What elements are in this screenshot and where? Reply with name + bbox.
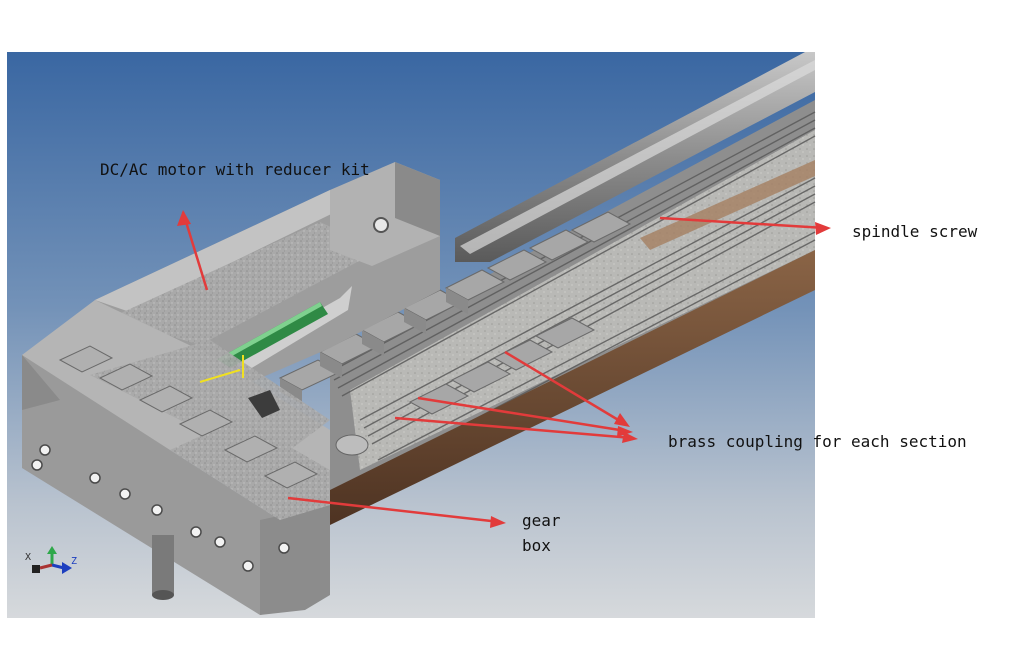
brown-rail — [330, 250, 815, 525]
triad-z-label: Z — [71, 556, 78, 567]
triad-x-label: X — [25, 552, 32, 563]
arrow-coupling-3 — [394, 416, 633, 440]
front-block-front — [22, 355, 330, 615]
label-spindle-screw: spindle screw — [852, 222, 978, 241]
arrow-spindle — [659, 216, 826, 230]
front-block-side — [260, 505, 330, 615]
label-motor: DC/AC motor with reducer kit — [100, 160, 370, 179]
axis-triad-icon — [32, 546, 72, 574]
motor-housing-floor — [110, 222, 380, 345]
arrow-coupling-2 — [417, 396, 627, 433]
housing-hole — [373, 217, 389, 233]
label-brass-coupling: brass coupling for each section — [668, 432, 967, 451]
label-gearbox-line1: gear — [522, 511, 561, 530]
label-gearbox-line2: box — [522, 536, 551, 555]
mount-post — [152, 535, 174, 595]
arrow-gearbox — [287, 496, 501, 524]
arrow-coupling-1 — [504, 350, 626, 426]
arrow-motor — [181, 211, 209, 291]
